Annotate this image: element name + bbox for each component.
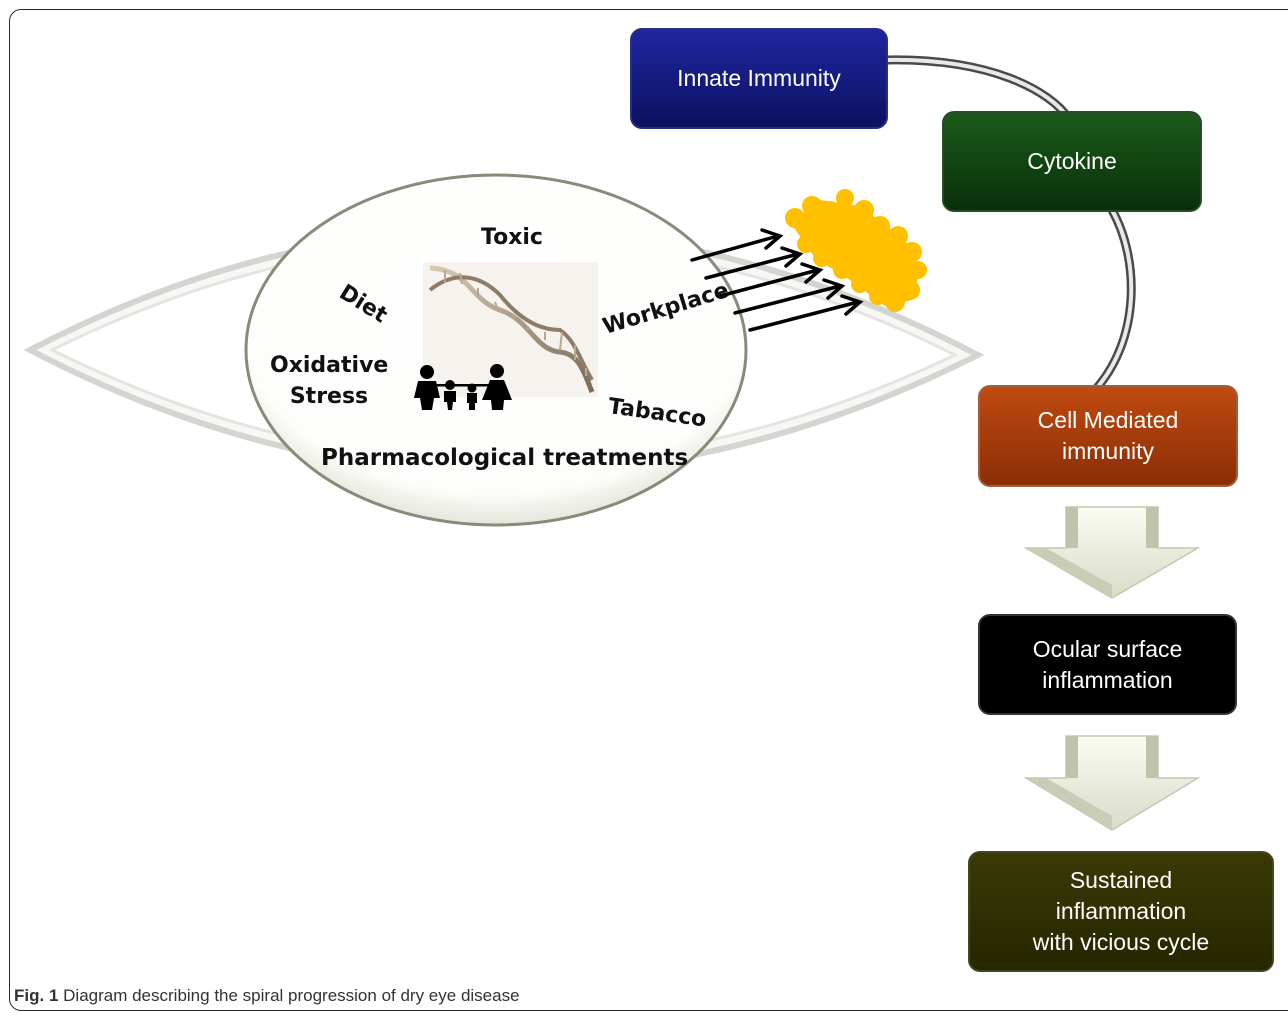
family-icon [414,364,512,410]
down-arrow-1 [1023,506,1201,599]
figure-caption-text: Diagram describing the spiral progressio… [63,986,520,1005]
innate-immunity-box: Innate Immunity [630,28,888,129]
factor-oxidative-stress: Oxidative Stress [270,353,389,409]
dna-helix-icon [423,262,598,397]
ocular-surface-inflammation-box: Ocular surface inflammation [978,614,1237,715]
sustained-inflammation-label: Sustained inflammation with vicious cycl… [1032,867,1210,955]
down-arrow-2 [1023,735,1201,831]
factor-toxic: Toxic [481,225,543,250]
cytokine-label: Cytokine [1027,148,1117,174]
cell-mediated-immunity-label: Cell Mediated immunity [1037,407,1179,464]
exposure-arrows [690,228,864,332]
factor-pharmacological: Pharmacological treatments [321,445,689,471]
cell-mediated-immunity-box: Cell Mediated immunity [978,385,1238,487]
allergen-particles-icon [785,189,927,312]
connector-tube-innate-cytokine [885,55,1074,123]
innate-immunity-label: Innate Immunity [677,65,841,91]
ocular-surface-inflammation-label: Ocular surface inflammation [1032,635,1183,693]
cytokine-box: Cytokine [942,111,1202,212]
figure-caption: Fig. 1 Diagram describing the spiral pro… [14,986,520,1006]
connector-tube-cytokine-cell [1091,207,1136,394]
figure-frame [9,9,1288,1011]
figure-caption-label: Fig. 1 [14,986,59,1005]
sustained-inflammation-box: Sustained inflammation with vicious cycl… [968,851,1274,972]
